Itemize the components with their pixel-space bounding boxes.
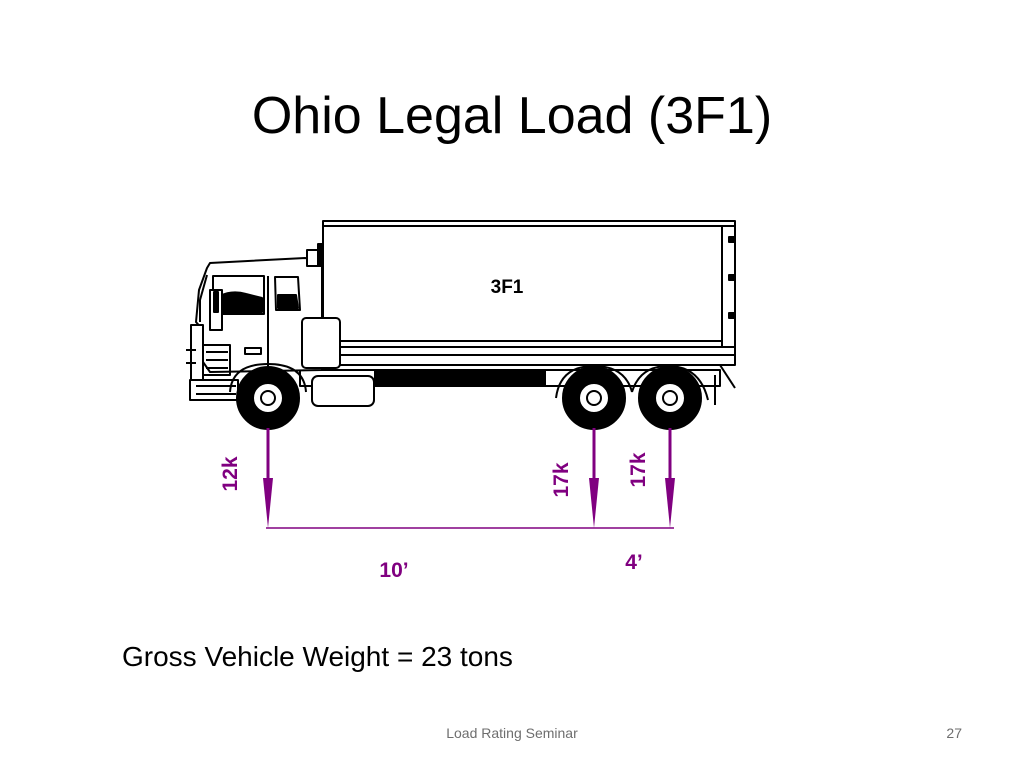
axle-load-label-front: 12k — [219, 456, 242, 491]
fuel-tank — [311, 375, 375, 407]
wheel-rear-2 — [638, 366, 702, 430]
truck-illustration — [186, 220, 736, 430]
cargo-box — [322, 220, 736, 366]
wheel-front — [236, 366, 300, 430]
axle-load-arrow-front — [263, 428, 273, 528]
axle-loads: 12k 17k 17k — [219, 428, 675, 528]
page-number: 27 — [946, 725, 962, 741]
spacing-label-front-rear: 10’ — [379, 559, 408, 582]
gross-vehicle-weight-text: Gross Vehicle Weight = 23 tons — [122, 641, 513, 672]
wheel-rear-1 — [562, 366, 626, 430]
spacing-label-rear-tandem: 4’ — [625, 551, 643, 574]
axle-load-arrow-rear-2 — [665, 428, 675, 528]
axle-load-label-rear-1: 17k — [550, 462, 573, 497]
axle-load-arrow-rear-1 — [589, 428, 599, 528]
axle-load-label-rear-2: 17k — [627, 452, 650, 487]
slide-title: Ohio Legal Load (3F1) — [251, 87, 773, 145]
footer-text: Load Rating Seminar — [446, 725, 578, 741]
truck-body-label: 3F1 — [491, 277, 524, 298]
cab — [186, 243, 341, 401]
